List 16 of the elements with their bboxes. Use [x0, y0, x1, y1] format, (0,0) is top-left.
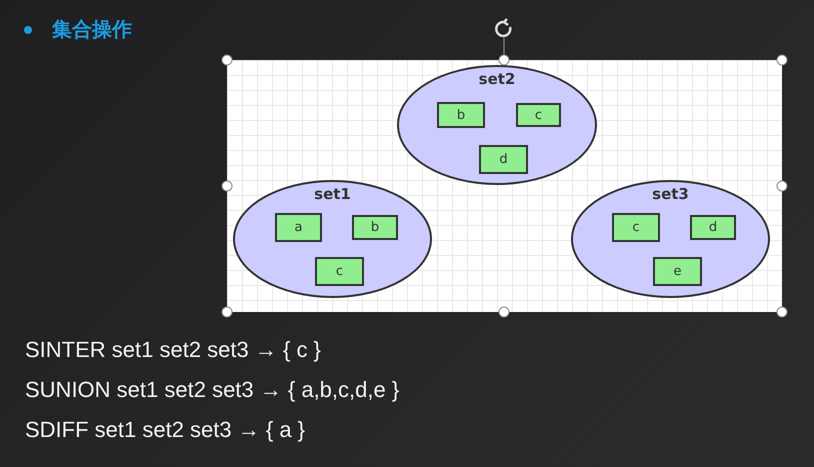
element-box: c — [516, 103, 561, 127]
element-box: d — [690, 215, 736, 240]
element-box: d — [479, 145, 528, 174]
command-line: SDIFF set1 set2 set3 → { a } — [25, 417, 306, 443]
set-label: set1 — [314, 185, 351, 203]
element-box: b — [352, 215, 398, 240]
command-line: SUNION set1 set2 set3 → { a,b,c,d,e } — [25, 377, 400, 403]
element-box: a — [275, 213, 322, 242]
element-box: b — [437, 102, 485, 128]
title: 集合操作 — [52, 16, 132, 43]
element-box: c — [612, 213, 660, 242]
set-label: set3 — [652, 185, 689, 203]
element-box: e — [653, 257, 702, 286]
element-box: c — [315, 257, 364, 286]
command-line: SINTER set1 set2 set3 → { c } — [25, 337, 321, 363]
set-label: set2 — [478, 70, 516, 88]
